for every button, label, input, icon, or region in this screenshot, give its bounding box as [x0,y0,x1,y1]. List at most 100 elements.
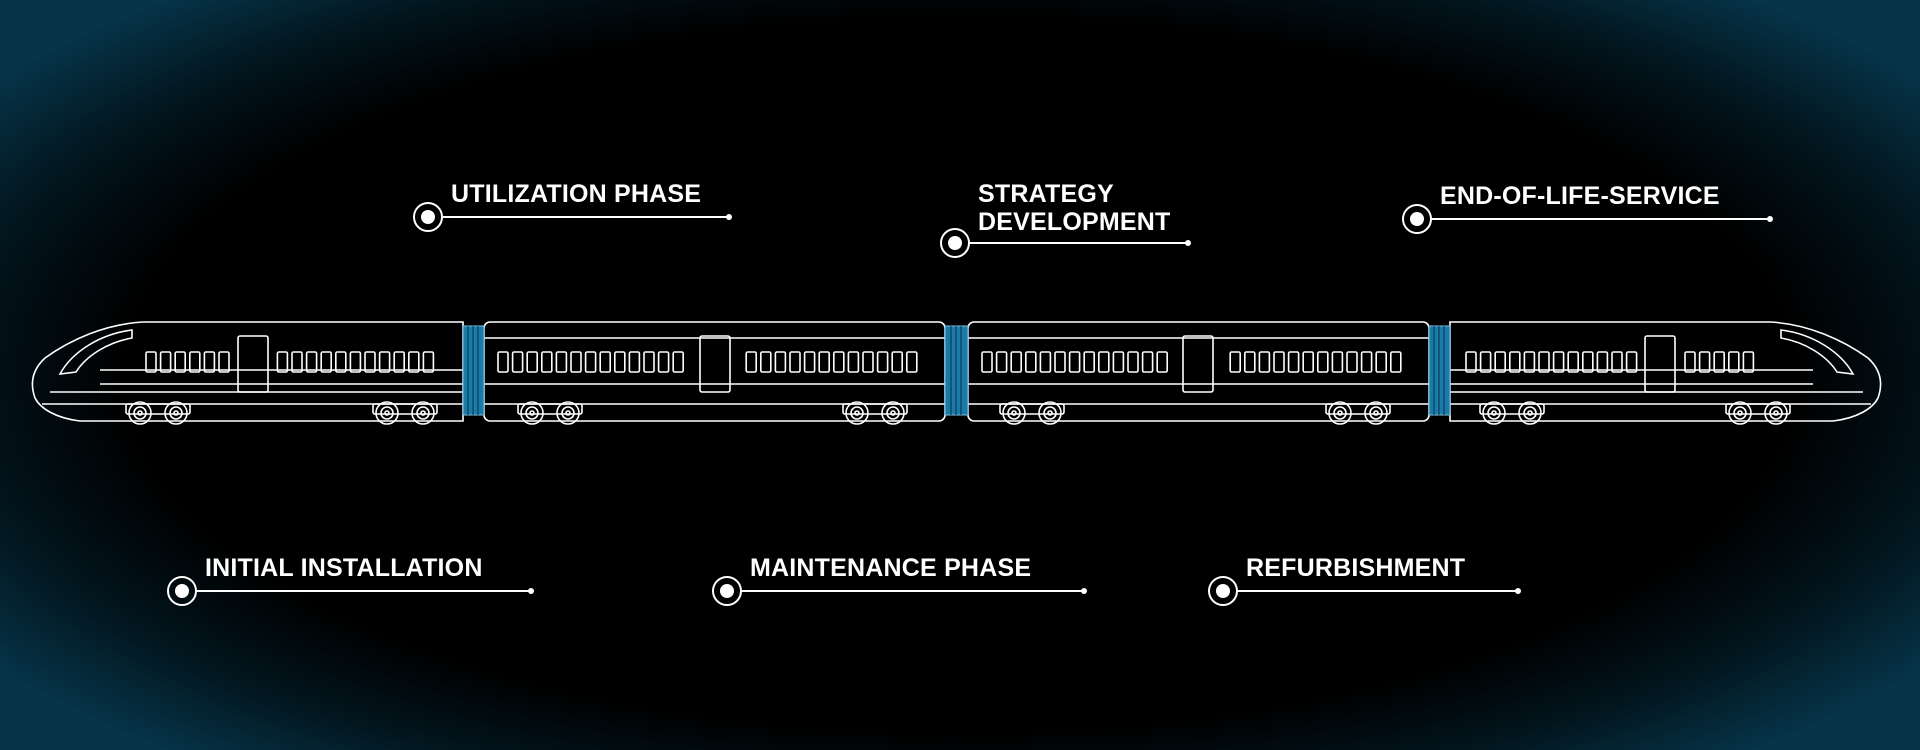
train-window [393,351,406,373]
train-window [599,351,612,373]
train-window [847,351,860,373]
train-window [832,351,845,373]
utilization-phase-label: UTILIZATION PHASE [451,180,702,208]
train-window [657,351,670,373]
train-window [1112,351,1125,373]
utilization-phase-marker[interactable]: UTILIZATION PHASE [413,180,732,232]
train-window [364,351,376,373]
train-window [628,351,641,373]
train-window [511,351,524,373]
train-window [291,351,303,373]
train-window [555,351,568,373]
train-window [407,351,420,373]
train-window [349,351,362,373]
train-window [1346,351,1358,373]
train-window [1098,351,1110,373]
train-window [789,351,801,373]
rear-windshield [1780,329,1855,375]
refurbishment-label: REFURBISHMENT [1246,554,1466,582]
train-window [1728,351,1740,373]
train-window [1156,351,1168,373]
initial-installation-marker[interactable]: INITIAL INSTALLATION [167,554,534,606]
initial-installation-label: INITIAL INSTALLATION [205,554,483,582]
train-window [1479,351,1492,373]
rear-cab-outline [1449,321,1882,422]
train-window [613,351,626,373]
train-window [1302,351,1314,373]
train-window [745,351,758,373]
end-of-life-service-label: END-OF-LIFE-SERVICE [1440,182,1720,210]
train-window [759,351,772,373]
train-window [1552,351,1565,373]
train-window [1742,351,1755,373]
train-window [981,351,993,373]
front-cab-outline [31,321,464,422]
train-window [1567,351,1579,373]
train-window [1025,351,1037,373]
bogie [372,401,438,425]
train-window [1331,351,1344,373]
leader-line [968,240,1191,246]
train-window [1611,351,1623,373]
target-dot-icon [940,228,970,258]
train-window [1141,351,1154,373]
refurbishment-marker[interactable]: REFURBISHMENT [1208,554,1521,606]
train-window [818,351,831,373]
train-window [1596,351,1609,373]
train-window [584,351,597,373]
train-window [1317,351,1329,373]
train-window [1523,351,1536,373]
bogie [1725,401,1791,425]
maintenance-phase-marker[interactable]: MAINTENANCE PHASE [712,554,1087,606]
train-window [1127,351,1139,373]
middle-car-2 [967,321,1430,422]
train-window [1698,351,1711,373]
train-window [378,351,391,373]
train-window [218,351,230,373]
strategy-development-marker[interactable]: STRATEGY DEVELOPMENT [940,180,1191,258]
train-window [540,351,553,373]
train-window [422,351,435,373]
train-window [1287,351,1300,373]
train-window [1039,351,1052,373]
train-window [876,351,889,373]
train-window [145,351,157,373]
train-window [774,351,787,373]
train-window [526,351,539,373]
train-window [1509,351,1521,373]
train-window [1684,351,1696,373]
train-window [1258,351,1271,373]
strategy-development-label: STRATEGY DEVELOPMENT [978,180,1171,236]
train-window [305,351,318,373]
train-window [1465,351,1477,373]
train-window [803,351,816,373]
train-window [1273,351,1285,373]
middle-car-1 [483,321,946,422]
leader-line [441,214,732,220]
train-window [497,351,509,373]
train-window [1375,351,1387,373]
leader-line [195,588,534,594]
train-window [891,351,904,373]
train-window [1083,351,1095,373]
train-window [672,351,685,373]
train-window [1010,351,1023,373]
train-window [320,351,333,373]
train-window [1244,351,1256,373]
train-window [159,351,172,373]
leader-line [1236,588,1521,594]
train-window [905,351,918,373]
target-dot-icon [167,576,197,606]
bogie [842,401,908,425]
end-of-life-service-marker[interactable]: END-OF-LIFE-SERVICE [1402,182,1773,234]
train-window [189,351,201,373]
train-window [1713,351,1725,373]
train-window [174,351,186,373]
train-window [1494,351,1506,373]
target-dot-icon [712,576,742,606]
train-window [1390,351,1402,373]
train-window [1538,351,1550,373]
train-window [1582,351,1594,373]
bogie [125,401,191,425]
